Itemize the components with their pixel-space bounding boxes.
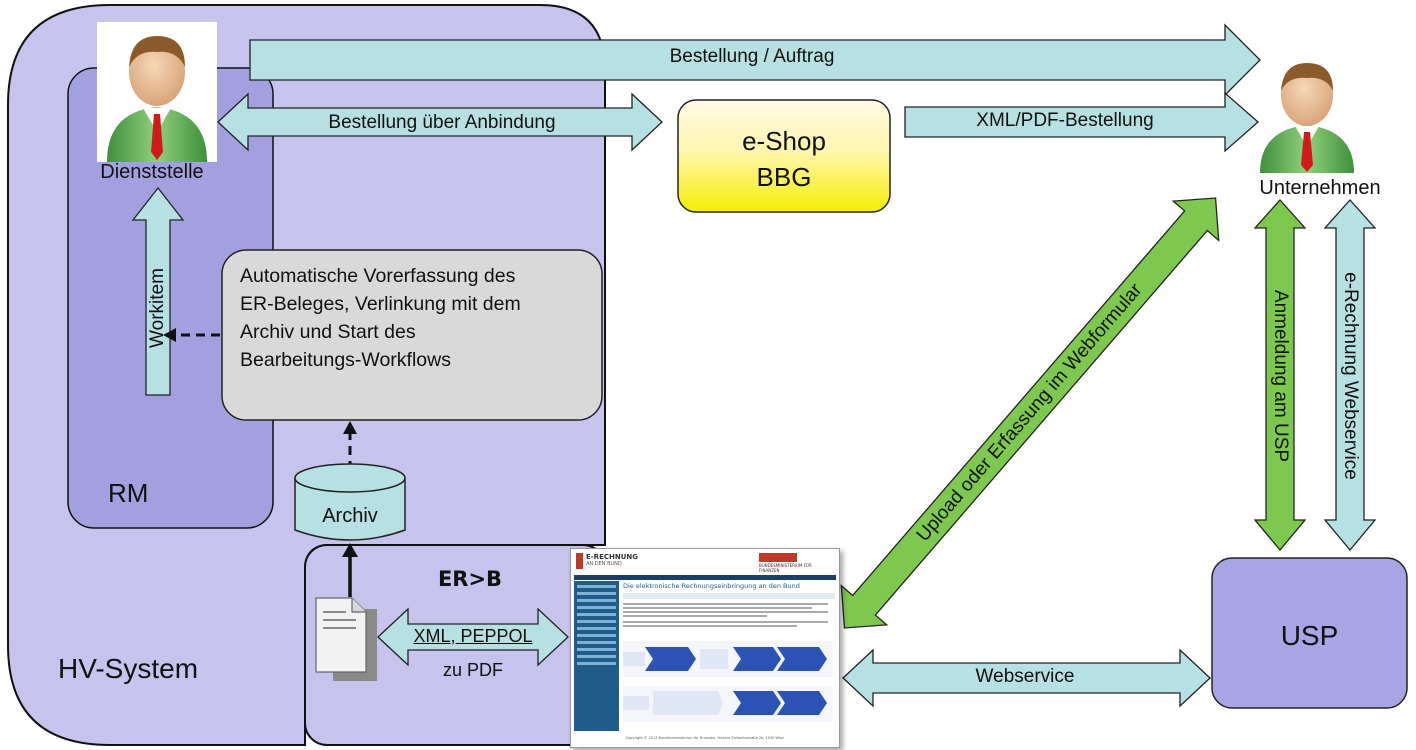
site-process-graphic bbox=[623, 641, 833, 722]
label-hv-system: HV-System bbox=[58, 653, 199, 684]
label-zu-pdf: zu PDF bbox=[442, 660, 503, 680]
person-icon-unternehmen bbox=[1260, 63, 1354, 173]
archiv-cylinder bbox=[294, 478, 406, 541]
person-icon-dienststelle bbox=[97, 22, 217, 162]
process-line-2: ER-Beleges, Verlinkung mit dem bbox=[240, 293, 521, 315]
label-dienststelle: Dienststelle bbox=[100, 161, 204, 183]
eshop-label-line2: BBG bbox=[756, 162, 812, 192]
erechnung-logo-title: E-RECHNUNG bbox=[586, 553, 639, 561]
process-box bbox=[221, 249, 603, 421]
ministry-name: BUNDESMINISTERIUM FÜR FINANZEN bbox=[759, 563, 812, 573]
label-anmeldung-usp: Anmeldung am USP bbox=[1270, 289, 1291, 463]
process-line-1: Automatische Vorerfassung des bbox=[240, 265, 516, 287]
arrow-xml-pdf-bestellung bbox=[904, 91, 1259, 153]
bmf-logo bbox=[759, 553, 797, 562]
eshop-label-line1: e-Shop bbox=[742, 126, 826, 156]
site-sidebar bbox=[574, 581, 619, 731]
erechnung-logo-subtitle: AN DEN BUND bbox=[586, 561, 622, 567]
erechnung-website-screenshot: E-RECHNUNG AN DEN BUND BUNDESMINISTERIUM… bbox=[570, 548, 840, 748]
arrow-webservice bbox=[842, 648, 1211, 708]
label-usp: USP bbox=[1280, 620, 1339, 651]
label-erechnung-webservice: e-Rechnung Webservice bbox=[1340, 272, 1361, 480]
arrow-bestellung-auftrag bbox=[249, 23, 1261, 97]
site-tabs bbox=[623, 593, 835, 599]
arrow-xml-peppol bbox=[377, 607, 569, 667]
label-rm: RM bbox=[108, 478, 149, 508]
document-icon bbox=[315, 597, 377, 681]
label-workitem: Workitem bbox=[147, 268, 168, 348]
process-line-3: Archiv und Start des bbox=[240, 321, 416, 343]
label-erb: ER>B bbox=[437, 567, 503, 591]
arrow-anmeldung-usp bbox=[1253, 199, 1307, 552]
arrow-upload bbox=[840, 197, 1220, 629]
label-archiv: Archiv bbox=[322, 505, 378, 527]
process-box-text: Automatische Vorerfassung des ER-Beleges… bbox=[240, 262, 590, 374]
label-bestellung-auftrag: Bestellung / Auftrag bbox=[669, 46, 835, 67]
arrow-bestellung-anbindung bbox=[217, 92, 663, 152]
label-webservice: Webservice bbox=[975, 666, 1075, 687]
label-bestellung-anbindung: Bestellung über Anbindung bbox=[328, 112, 556, 133]
arrow-workitem bbox=[131, 186, 185, 396]
label-xml-peppol: XML, PEPPOL bbox=[413, 626, 533, 646]
label-unternehmen: Unternehmen bbox=[1259, 177, 1381, 199]
site-text-lines bbox=[623, 603, 828, 629]
eshop-box bbox=[677, 99, 891, 213]
erechnung-logo-mark bbox=[576, 553, 583, 569]
arrow-erechnung-webservice bbox=[1323, 199, 1377, 552]
site-heading: Die elektronische Rechnungseinbringung a… bbox=[623, 582, 800, 590]
usp-box bbox=[1211, 557, 1408, 709]
site-footer: Copyright © 2013 Bundesministerium für F… bbox=[625, 736, 785, 740]
site-nav-bar bbox=[574, 575, 836, 580]
label-xml-pdf-bestellung: XML/PDF-Bestellung bbox=[976, 110, 1154, 131]
process-line-4: Bearbeitungs-Workflows bbox=[240, 349, 451, 371]
